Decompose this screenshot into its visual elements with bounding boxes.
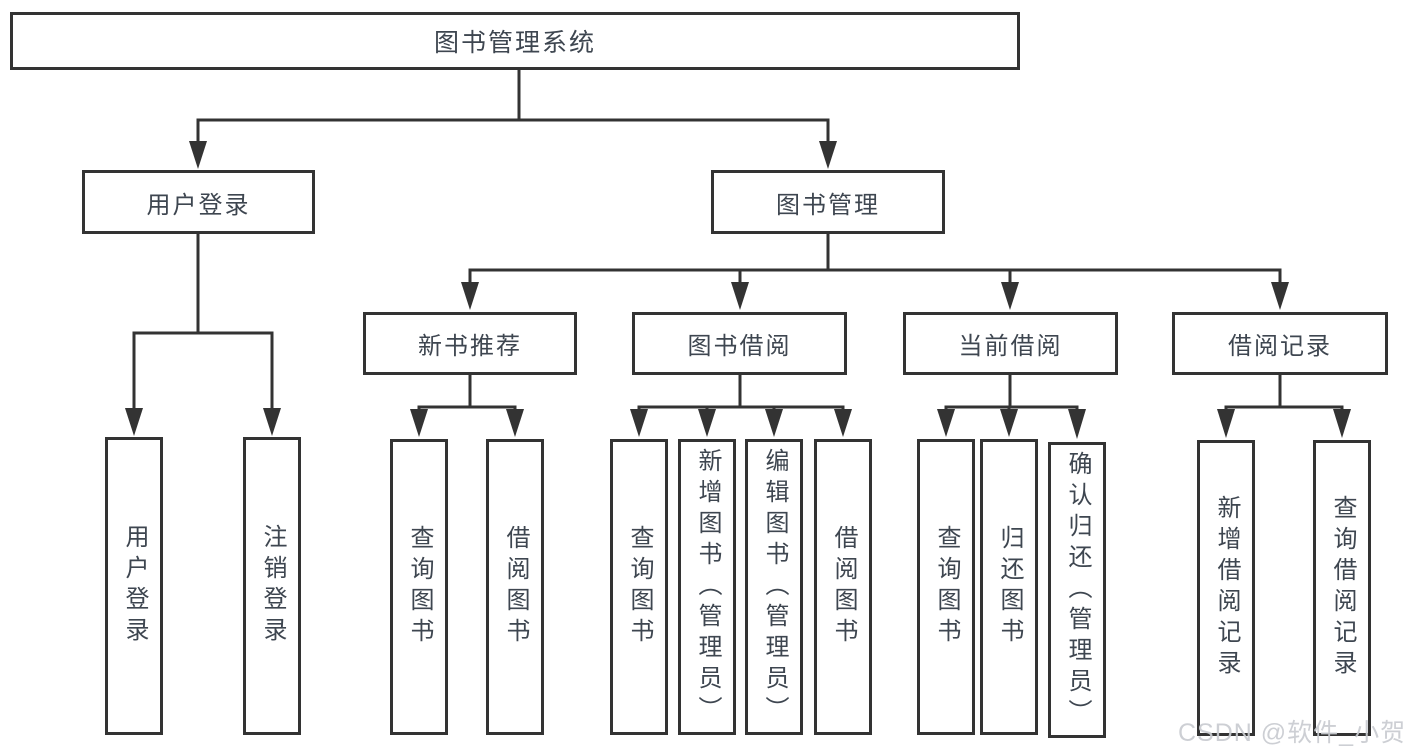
down-arrow-icon [506,409,524,437]
node-label: 图书管理系统 [433,29,596,57]
node-label: 图书管理 [776,191,880,219]
down-arrow-icon [630,409,648,437]
down-arrow-icon [765,409,783,437]
down-arrow-icon [189,141,207,169]
leaf-logout: 注销登录 [243,437,301,735]
down-arrow-icon [1000,409,1018,437]
node-label: 新书推荐 [418,333,522,360]
node-current-borrow: 当前借阅 [903,312,1118,375]
leaf-add-borrow-record: 新增借阅记录 [1197,440,1255,736]
leaf-query-books-borrow: 查询图书 [610,439,668,735]
down-arrow-icon [1217,409,1235,438]
down-arrow-icon [1271,282,1289,310]
node-new-book-recommend: 新书推荐 [363,312,577,375]
leaf-query-books-current: 查询图书 [917,439,975,735]
leaf-label: 确认归还（管理员） [1064,450,1091,730]
leaf-label: 借阅图书 [830,525,857,649]
leaf-add-books-admin: 新增图书（管理员） [678,439,736,735]
node-library-management-system: 图书管理系统 [10,12,1020,70]
leaf-borrow-books: 借阅图书 [814,439,872,735]
leaf-edit-books-admin: 编辑图书（管理员） [745,439,803,735]
down-arrow-icon [819,141,837,169]
connector-borrow-records [1217,375,1351,438]
connector-root [189,70,837,169]
leaf-label: 新增图书（管理员） [694,447,721,727]
down-arrow-icon [125,408,143,436]
connector-user-login [125,234,281,436]
leaf-label: 查询图书 [933,525,960,649]
leaf-return-books: 归还图书 [980,439,1038,735]
connector-book-borrow [630,375,852,437]
leaf-label: 查询图书 [626,525,653,649]
leaf-query-borrow-record: 查询借阅记录 [1313,440,1371,736]
down-arrow-icon [263,408,281,436]
leaf-label: 新增借阅记录 [1213,495,1240,681]
node-borrow-records: 借阅记录 [1172,312,1388,375]
down-arrow-icon [937,409,955,437]
down-arrow-icon [1333,409,1351,438]
node-label: 图书借阅 [687,333,792,360]
leaf-borrow-books-recommend: 借阅图书 [486,439,544,735]
connector-book-management [461,234,1289,310]
down-arrow-icon [1068,409,1086,439]
leaf-label: 编辑图书（管理员） [761,447,788,727]
leaf-user-login: 用户登录 [105,437,163,735]
leaf-label: 查询借阅记录 [1329,495,1356,681]
down-arrow-icon [698,409,716,437]
down-arrow-icon [834,409,852,437]
node-book-borrow: 图书借阅 [632,312,847,375]
down-arrow-icon [731,282,749,310]
node-label: 借阅记录 [1228,333,1332,360]
down-arrow-icon [410,409,428,437]
leaf-label: 归还图书 [996,525,1023,649]
csdn-watermark: CSDN @软件_小贺同学 [1178,719,1405,747]
leaf-label: 注销登录 [259,524,286,648]
leaf-label: 用户登录 [121,524,148,648]
down-arrow-icon [461,282,479,310]
node-book-management: 图书管理 [711,170,945,234]
node-label: 当前借阅 [958,333,1063,360]
connector-current-borrow [937,375,1086,439]
leaf-confirm-return-admin: 确认归还（管理员） [1048,442,1106,738]
connector-new-book-recommend [410,375,524,437]
leaf-label: 查询图书 [406,525,433,649]
leaf-label: 借阅图书 [502,525,529,649]
down-arrow-icon [1001,282,1019,310]
leaf-query-books-recommend: 查询图书 [390,439,448,735]
node-label: 用户登录 [146,191,251,219]
node-user-login: 用户登录 [82,170,315,234]
